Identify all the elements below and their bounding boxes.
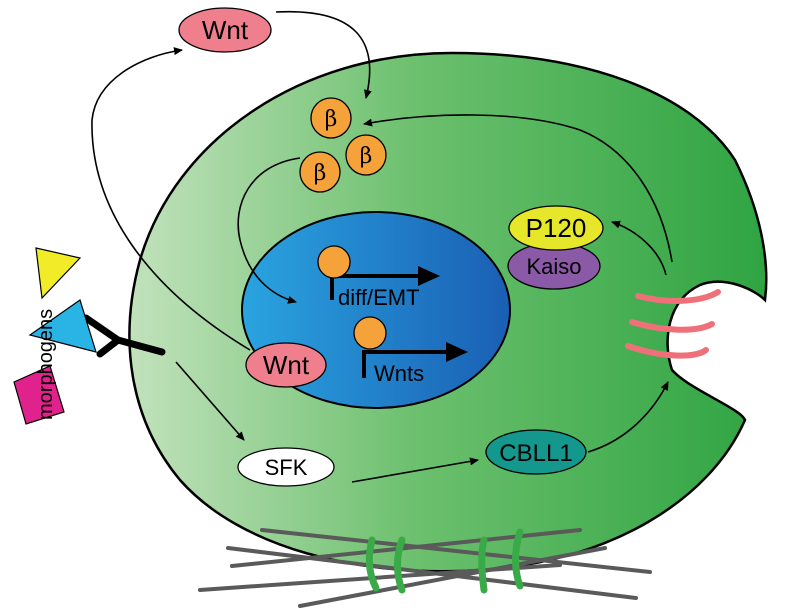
junction-lines	[625, 289, 721, 359]
gene-arrow-wnts	[362, 342, 468, 378]
extracellular-matrix-fibers	[198, 528, 652, 608]
beta-catenin-cluster: β β β	[299, 97, 387, 193]
wnt-top-label: Wnt	[202, 15, 249, 45]
arrow-receptor-to-sfk	[175, 361, 245, 441]
morphogen-magenta-shape	[13, 365, 65, 425]
arrow-junction-to-beta	[363, 114, 673, 263]
receptor	[82, 314, 166, 358]
beta-label-3: β	[314, 161, 327, 186]
tf-dot-diff-emt	[317, 245, 351, 279]
morphogen-shapes	[13, 247, 97, 425]
gene-label-diff-emt: diff/EMT	[338, 285, 420, 310]
arrow-wnt-secretion	[91, 47, 251, 351]
morphogen-cyan-triangle	[28, 299, 97, 353]
wnt-inner-label: Wnt	[263, 350, 310, 380]
integrin-marks	[365, 528, 524, 594]
beta-label-1: β	[325, 107, 338, 132]
arrow-wnt-to-beta	[275, 10, 372, 99]
p120-oval	[508, 205, 604, 251]
arrow-sfk-to-cbll1	[351, 457, 479, 483]
arrow-cbll1-to-junction	[587, 381, 669, 453]
arrow-junction-to-p120	[611, 220, 667, 276]
cbll1-label: CBLL1	[499, 440, 572, 467]
arrow-beta-to-nucleus	[237, 157, 301, 304]
gene-label-wnts: Wnts	[374, 361, 424, 386]
p120-label: P120	[526, 213, 587, 243]
cbll1-oval	[485, 429, 587, 475]
beta-label-2: β	[360, 144, 373, 169]
tf-dot-wnts	[353, 316, 387, 350]
kaiso-label: Kaiso	[526, 254, 581, 279]
wnt-inner-oval	[245, 342, 327, 388]
wnt-top-oval	[178, 7, 272, 53]
sfk-label: SFK	[265, 455, 308, 480]
arrows	[91, 10, 673, 483]
sfk-oval	[237, 447, 335, 487]
beta-circle-1	[310, 97, 352, 139]
beta-circle-3	[299, 151, 341, 193]
beta-circle-2	[345, 134, 387, 176]
morphogens-label: morphogens	[35, 309, 57, 420]
morphogen-yellow-triangle	[35, 247, 82, 300]
